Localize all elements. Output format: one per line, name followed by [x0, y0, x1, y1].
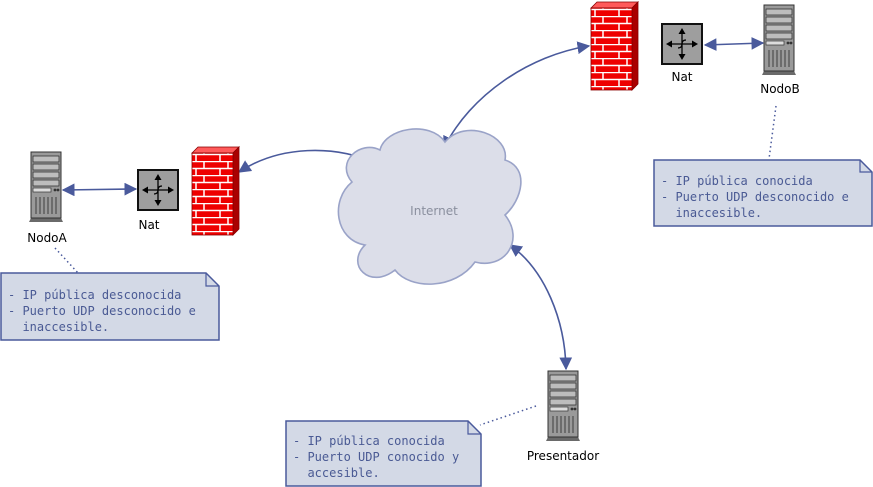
- note-presentador: - IP pública conocida - Puerto UDP conoc…: [285, 420, 482, 487]
- note-link-nodoB: [768, 105, 777, 160]
- internet-cloud: Internet: [337, 128, 522, 285]
- note-nodoB: - IP pública conocida - Puerto UDP desco…: [653, 159, 873, 227]
- note-line: - IP pública conocida: [293, 434, 445, 448]
- note-link-presentador: [479, 405, 537, 426]
- cloud-label: Internet: [410, 204, 458, 218]
- nat-router-icon: [661, 23, 703, 65]
- note-line: - Puerto UDP desconocido e: [661, 190, 849, 204]
- note-link-nodoA: [54, 247, 79, 274]
- note-line: - IP pública conocida: [661, 174, 813, 188]
- nodoB-label: NodoB: [760, 82, 800, 96]
- note-line: accesible.: [293, 466, 380, 480]
- server-icon: [545, 370, 581, 442]
- note-line: inaccesible.: [8, 320, 109, 334]
- link-internet-presentador: [508, 244, 573, 371]
- note-line: - IP pública desconocida: [8, 288, 181, 302]
- nat-left-label: Nat: [138, 218, 159, 232]
- note-line: inaccesible.: [661, 206, 762, 220]
- note-line: - Puerto UDP desconocido e: [8, 304, 196, 318]
- link-internet-firewallB: [443, 41, 591, 150]
- link-nodoA-nat: [61, 182, 138, 197]
- note-nodoA: - IP pública desconocida - Puerto UDP de…: [0, 272, 220, 341]
- nat-router-icon: [137, 169, 179, 211]
- link-nat-nodoB: [703, 37, 765, 51]
- firewall-icon: [590, 1, 639, 91]
- server-icon: [761, 4, 797, 76]
- presentador-label: Presentador: [527, 449, 599, 463]
- nodoA-label: NodoA: [27, 231, 67, 245]
- note-line: - Puerto UDP conocido y: [293, 450, 459, 464]
- nat-right-label: Nat: [671, 70, 692, 84]
- firewall-icon: [191, 146, 240, 236]
- server-icon: [28, 151, 64, 223]
